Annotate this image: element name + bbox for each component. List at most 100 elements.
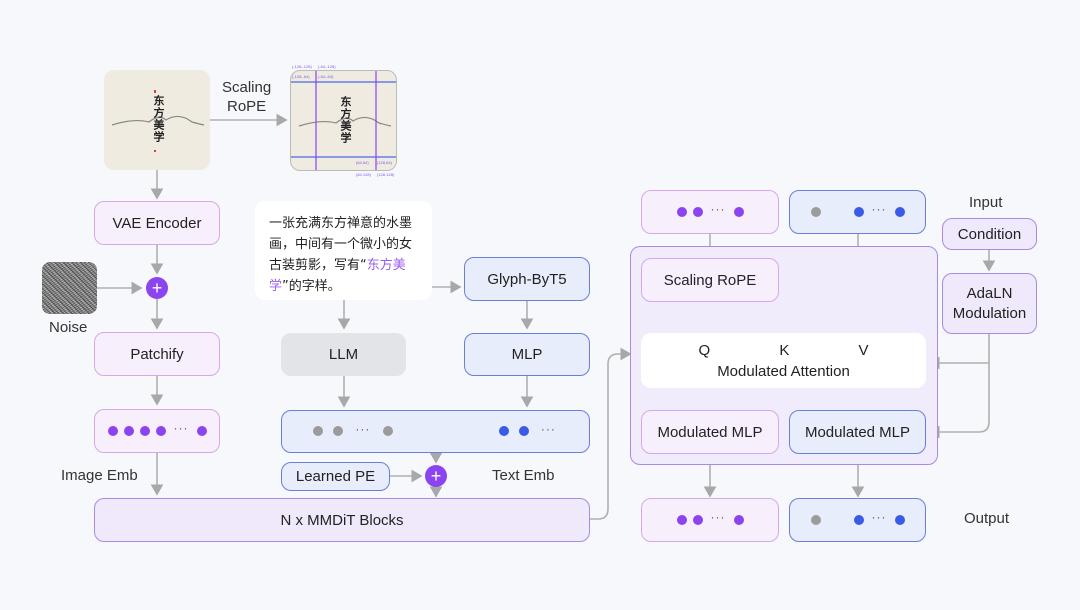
glyph-byt5-box: Glyph-ByT5: [464, 257, 590, 301]
coord-label: (64,64): [356, 160, 369, 165]
llm-token: [810, 207, 821, 217]
detail-scaling-rope-box: Scaling RoPE: [641, 258, 779, 302]
learned-pe-box: Learned PE: [281, 462, 390, 491]
prompt-text-end: ”的字样。: [282, 279, 341, 294]
ellipsis: ···: [355, 422, 371, 436]
glyph-token: [853, 515, 864, 525]
coord-label: (-64,-64): [318, 74, 334, 79]
image-token: [676, 207, 687, 217]
modulated-mlp-right: Modulated MLP: [789, 410, 926, 454]
llm-label: LLM: [328, 346, 359, 363]
glyph-token: [518, 426, 529, 436]
image-token: [733, 515, 744, 525]
glyph-token-group: ···: [496, 422, 561, 440]
v-label: V: [858, 341, 869, 359]
scaled-image: 东方美学: [290, 70, 397, 171]
text-token-row: ··· ···: [281, 410, 590, 453]
modulated-mlp-left-label: Modulated MLP: [657, 423, 763, 441]
condition-label: Condition: [957, 225, 1022, 243]
adaln-modulation-box: AdaLN Modulation: [942, 273, 1037, 334]
modulated-attention-box: Q K V Modulated Attention: [641, 333, 926, 388]
output-label: Output: [964, 510, 1010, 527]
text-prompt: 一张充满东方禅意的水墨画，中间有一个微小的女古装剪影，写有“东方美学”的字样。: [255, 201, 432, 300]
vae-encoder-box: VAE Encoder: [94, 201, 220, 245]
modulated-attention-label: Modulated Attention: [717, 362, 850, 380]
ellipsis: ···: [173, 421, 189, 435]
detail-text-tokens: ···: [789, 190, 926, 234]
prompt-highlight: 东方美学: [269, 258, 406, 294]
image-emb-label: Image Emb: [61, 467, 138, 484]
mmdit-label: N x MMDiT Blocks: [280, 511, 404, 529]
llm-token-group: ···: [310, 422, 396, 440]
coord-label: (64,128): [356, 172, 371, 177]
input-image-title: 东方美学: [152, 95, 165, 143]
q-label: Q: [698, 341, 711, 359]
patchify-box: Patchify: [94, 332, 220, 376]
coord-label: (-128,-64): [292, 74, 310, 79]
noise-image: [42, 262, 97, 314]
adaln-label-line1: AdaLN: [966, 284, 1013, 302]
coord-label: (-64,-128): [318, 64, 336, 69]
ink-mountain-graphic: [111, 90, 205, 152]
modulated-mlp-right-label: Modulated MLP: [804, 423, 911, 441]
output-image-tokens: ···: [641, 498, 779, 542]
detail-image-tokens: ···: [641, 190, 779, 234]
llm-box: LLM: [281, 333, 406, 376]
scaling-rope-label-line1: Scaling: [222, 79, 272, 96]
mlp-label: MLP: [511, 346, 543, 363]
noise-label: Noise: [49, 319, 88, 336]
image-token: [692, 515, 703, 525]
coord-label: (128,128): [377, 172, 395, 177]
glyph-token: [498, 426, 509, 436]
scaled-image-title: 东方美学: [339, 96, 352, 144]
arrow-mmdit-to-detail: [590, 347, 632, 520]
text-emb-label: Text Emb: [492, 467, 555, 484]
image-token: [692, 207, 703, 217]
image-token: [123, 426, 134, 436]
output-text-tokens: ···: [789, 498, 926, 542]
coord-label: (128,64): [377, 160, 392, 165]
image-token: [733, 207, 744, 217]
image-token: [139, 426, 150, 436]
image-token: [107, 426, 118, 436]
image-token: [155, 426, 166, 436]
vae-encoder-label: VAE Encoder: [112, 214, 202, 232]
plus-icon: +: [146, 277, 168, 299]
ellipsis: ···: [710, 202, 726, 216]
arrow-adaln-to-mlp: [928, 334, 990, 439]
modulated-mlp-left: Modulated MLP: [641, 410, 779, 454]
image-token-row: ···: [94, 409, 220, 453]
plus-symbol: +: [151, 278, 163, 298]
plus-symbol: +: [430, 466, 442, 486]
learned-pe-label: Learned PE: [295, 468, 376, 485]
plus-icon: +: [425, 465, 447, 487]
llm-token: [333, 426, 344, 436]
mlp-box: MLP: [464, 333, 590, 376]
adaln-label-line2: Modulation: [952, 304, 1027, 322]
ellipsis: ···: [540, 422, 556, 436]
ellipsis: ···: [871, 202, 887, 216]
image-token: [676, 515, 687, 525]
condition-box: Condition: [942, 218, 1037, 250]
glyph-token: [853, 207, 864, 217]
llm-token: [810, 515, 821, 525]
patchify-label: Patchify: [130, 345, 184, 363]
glyph-token: [894, 207, 905, 217]
detail-scaling-rope-label: Scaling RoPE: [663, 271, 757, 289]
k-label: K: [779, 341, 790, 359]
prompt-text: 一张充满东方禅意的水墨画，中间有一个微小的女古装剪影，写有“: [269, 216, 413, 273]
mmdit-blocks: N x MMDiT Blocks: [94, 498, 590, 542]
qkv-row: Q K V: [699, 342, 869, 359]
ellipsis: ···: [710, 510, 726, 524]
ellipsis: ···: [871, 510, 887, 524]
input-label: Input: [969, 194, 1003, 211]
scaling-rope-label-line2: RoPE: [227, 98, 267, 115]
glyph-token: [894, 515, 905, 525]
coord-label: (-128,-128): [292, 64, 312, 69]
llm-token: [313, 426, 323, 436]
scaling-rope-label: Scaling RoPE: [222, 78, 271, 116]
rope-grid: [291, 71, 396, 170]
llm-token: [382, 426, 393, 436]
glyph-byt5-label: Glyph-ByT5: [487, 270, 567, 288]
input-image: 东方美学: [104, 70, 210, 170]
